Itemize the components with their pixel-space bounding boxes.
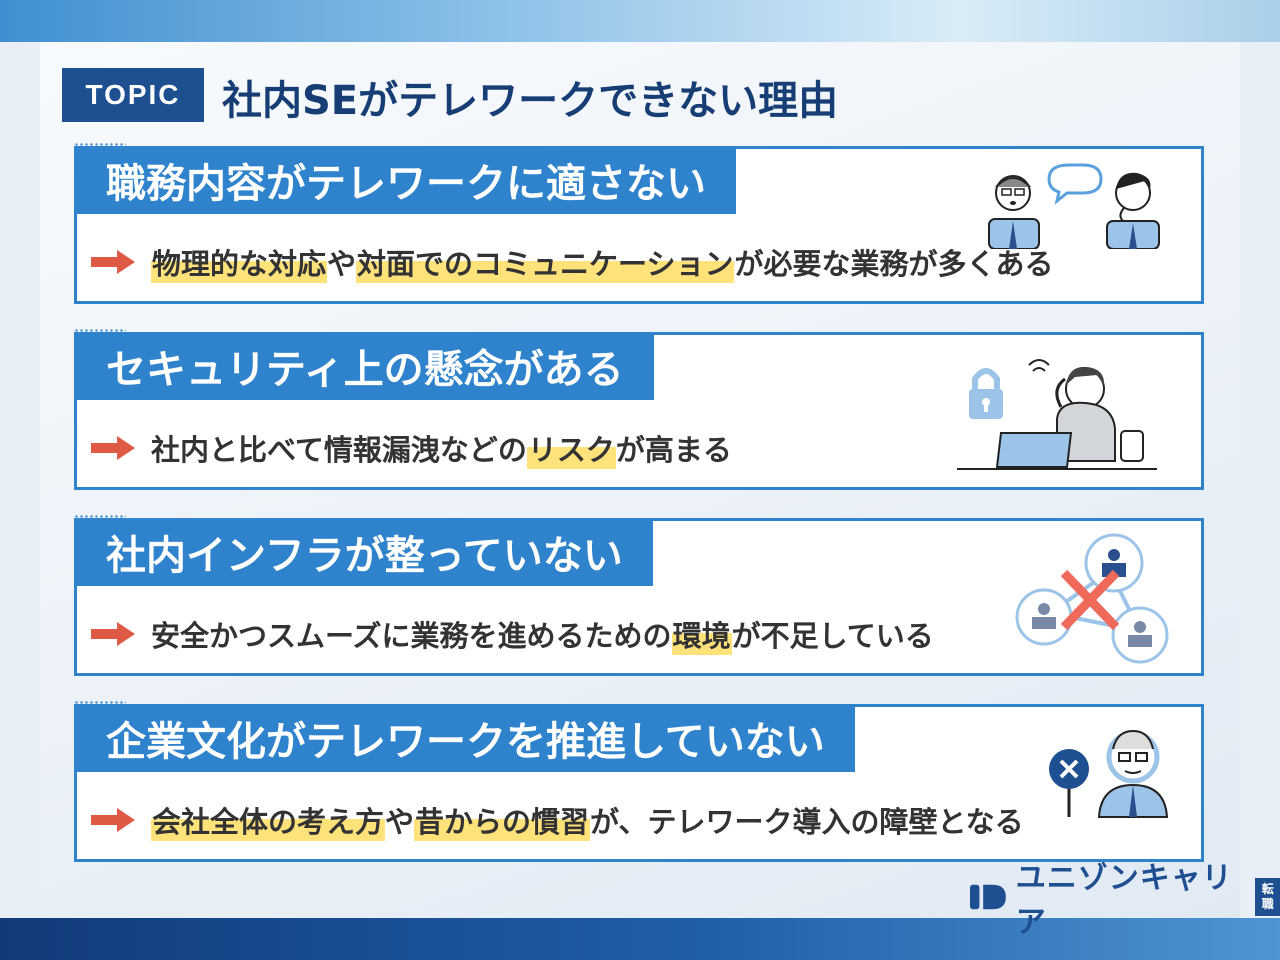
description-text: や [327,247,357,281]
description-text: 安全かつスムーズに業務を進めるための [151,619,672,653]
bottom-gradient-band [0,918,1280,960]
reason-card-4: 企業文化がテレワークを推進していない 会社全体の考え方や昔からの慣習が、テレワー… [74,700,1204,862]
highlighted-text: 環境 [671,613,732,655]
topic-badge: TOPIC [62,68,204,122]
worried-man-laptop-lock-icon [957,359,1157,470]
reason-heading-1: 職務内容がテレワークに適さない [74,146,736,214]
highlighted-text: リスク [526,427,616,469]
arrow-right-icon [91,808,137,832]
reason-description-3: 安全かつスムーズに業務を進めるための環境が不足している [91,609,934,659]
reason-description-1: 物理的な対応や対面でのコミュニケーションが必要な業務が多くある [91,237,1053,287]
description-text: が、テレワーク導入の障壁となる [590,805,1024,839]
unison-career-logo: ユニゾンキャリア 転 職 [970,861,1280,940]
reason-description-2: 社内と比べて情報漏洩などのリスクが高まる [91,423,732,473]
reason-heading-3: 社内インフラが整っていない [74,518,653,586]
reason-heading-2: セキュリティ上の懸念がある [74,332,654,400]
logo-text: ユニゾンキャリア [1015,861,1233,940]
description-text: が必要な業務が多くある [734,247,1054,281]
highlighted-text: 対面でのコミュニケーション [356,241,735,283]
reason-description-4: 会社全体の考え方や昔からの慣習が、テレワーク導入の障壁となる [91,795,1024,845]
description-text: が高まる [615,433,732,467]
arrow-right-icon [91,250,137,274]
reason-card-1: 職務内容がテレワークに適さない 物理的な対応や対面でのコミュニケーションが必要な… [74,142,1204,304]
arrow-right-icon [91,622,137,646]
manager-reject-icon [1049,729,1169,818]
reason-card-3: 社内インフラが整っていない 安全かつスムーズに業務を進めるための環境が不足してい… [74,514,1204,676]
reason-card-2: セキュリティ上の懸念がある 社内と比べて情報漏洩などのリスクが高まる [74,328,1204,490]
top-gradient-band [0,0,1280,42]
page-title: 社内SEがテレワークできない理由 [222,78,839,124]
highlighted-text: 会社全体の考え方 [151,799,386,841]
highlighted-text: 昔からの慣習 [414,799,591,841]
reason-heading-4: 企業文化がテレワークを推進していない [74,704,855,772]
description-text: や [385,805,415,839]
logo-mark-icon [970,884,1006,910]
description-text: が不足している [731,619,934,653]
highlighted-text: 物理的な対応 [151,241,328,283]
description-text: 社内と比べて情報漏洩などの [151,433,527,467]
broken-network-icon [1015,533,1169,664]
two-people-talking-icon [988,163,1160,249]
arrow-right-icon [91,436,137,460]
logo-badge: 転 職 [1255,878,1280,916]
